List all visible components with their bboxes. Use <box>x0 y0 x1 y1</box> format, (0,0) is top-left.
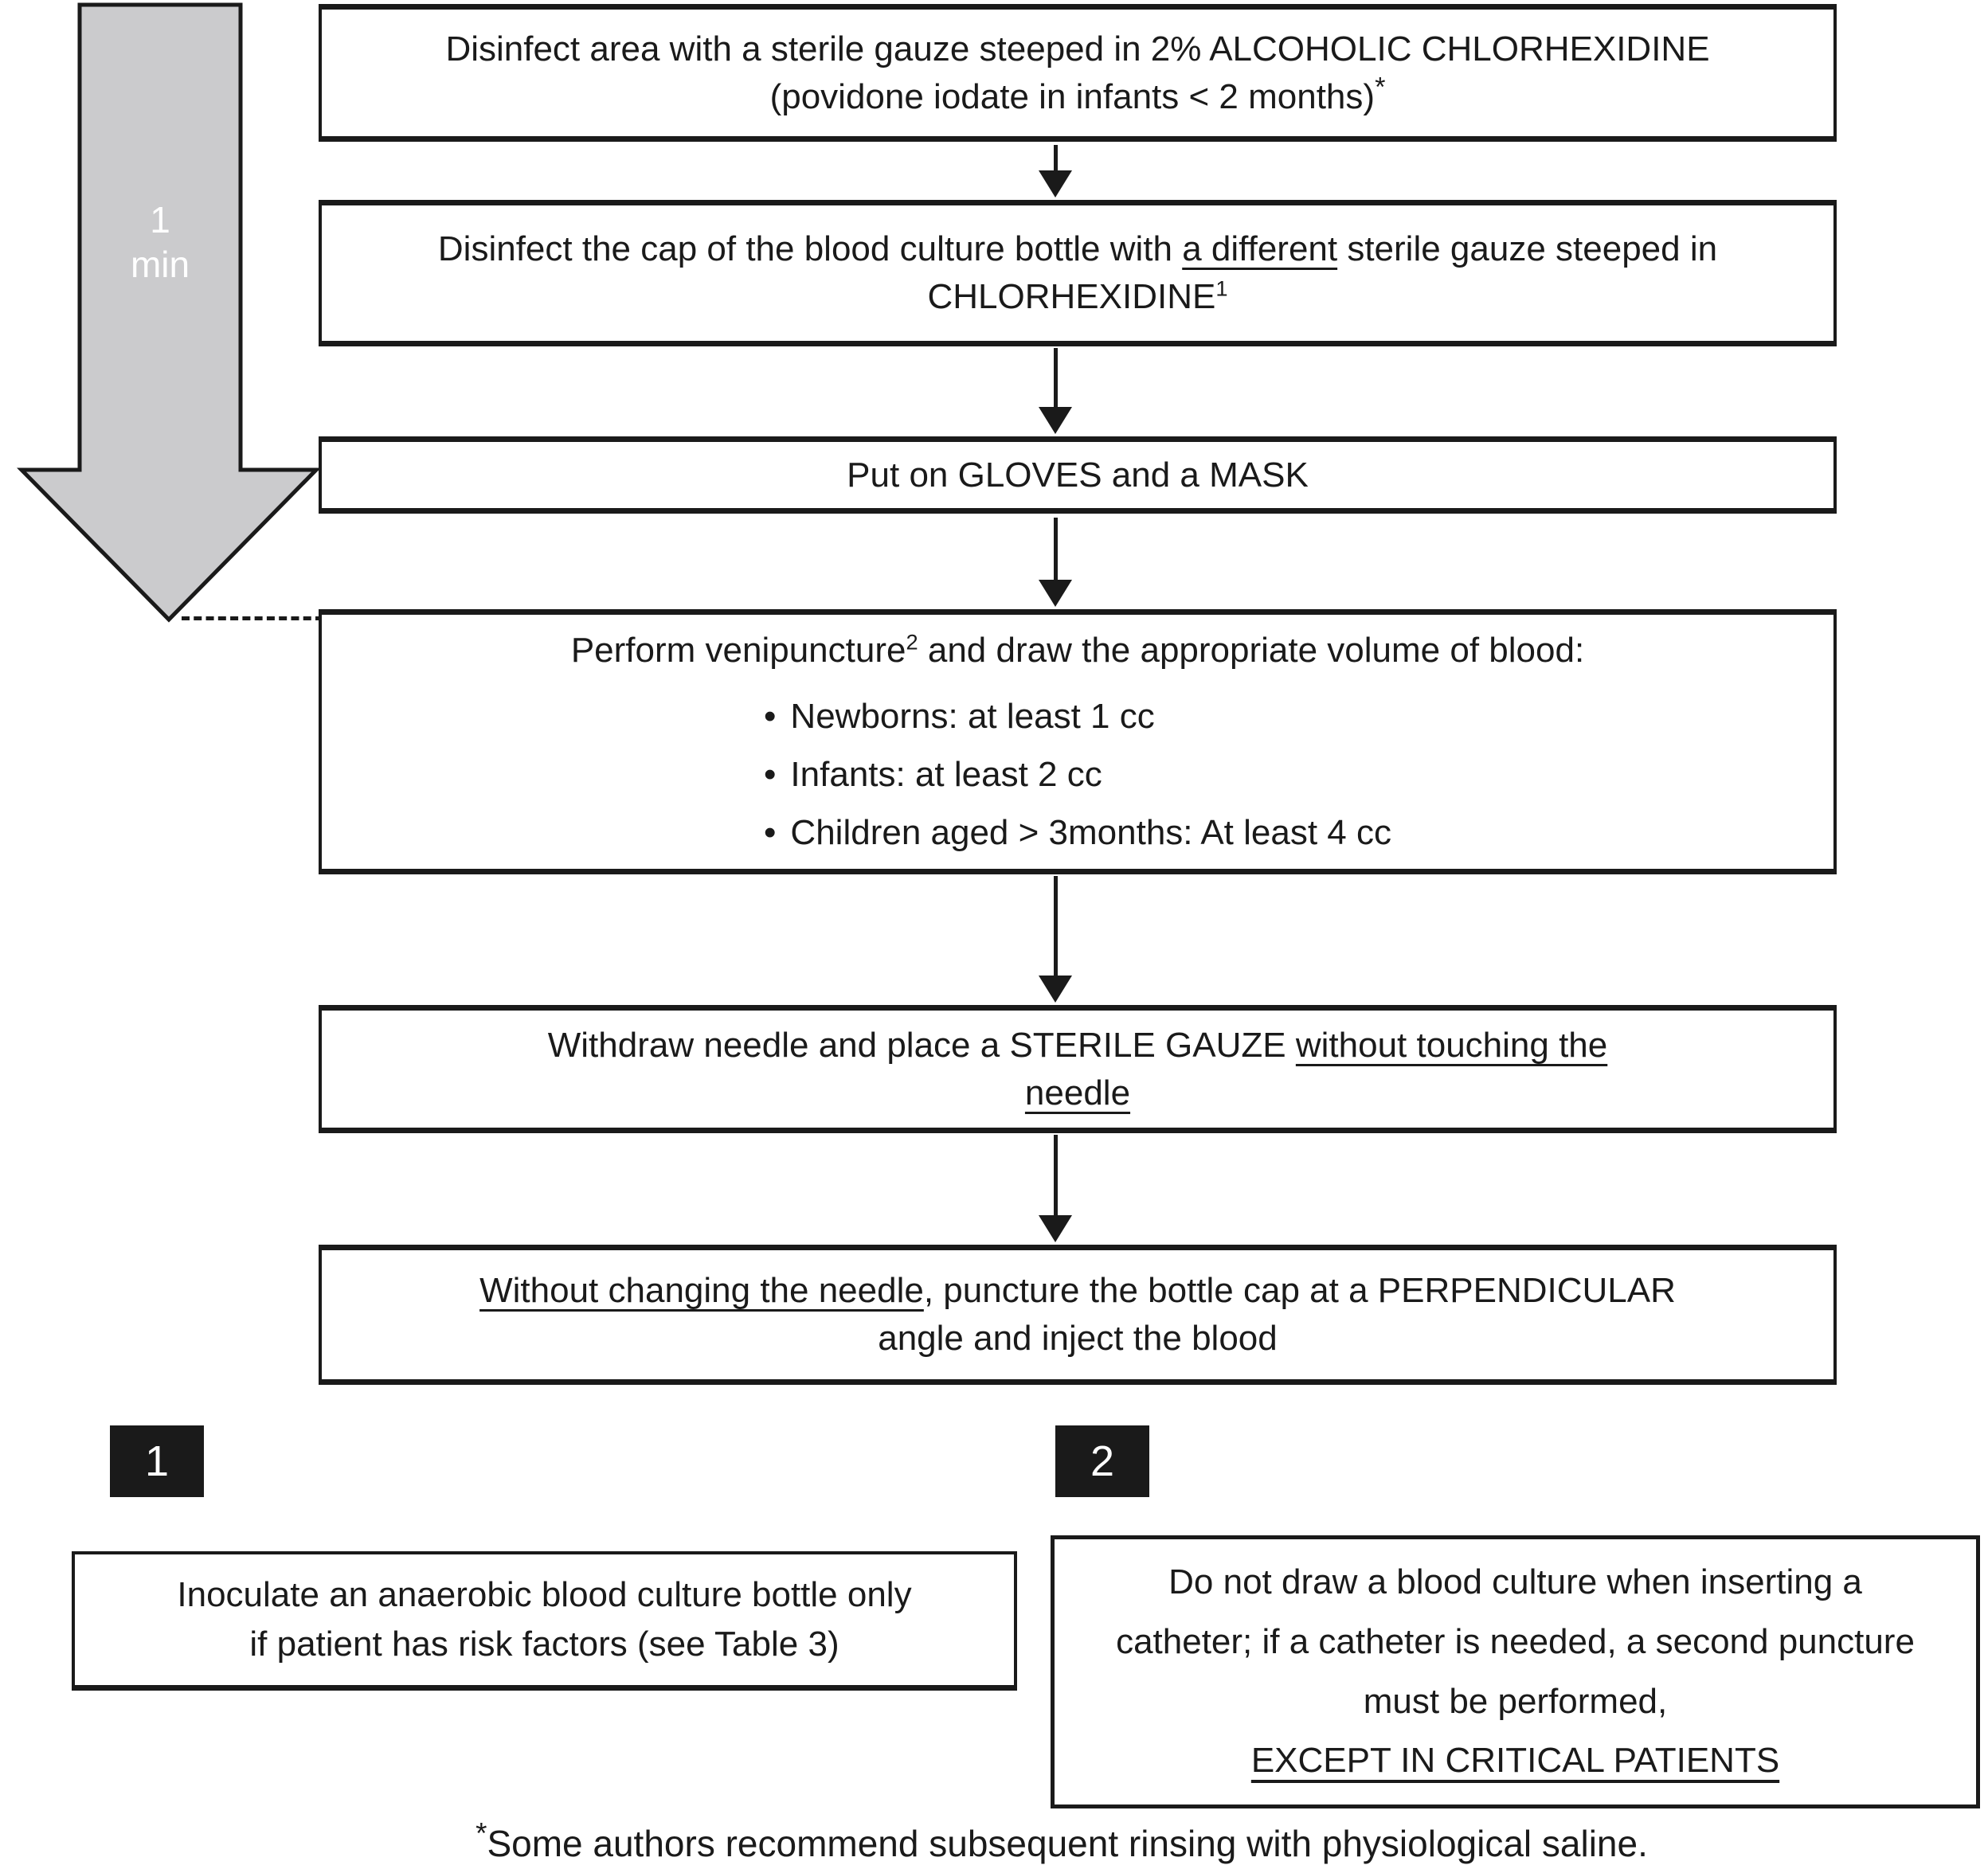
arrow-shaft <box>1053 518 1058 580</box>
note-text-line: Inoculate an anaerobic blood culture bot… <box>177 1574 912 1614</box>
flow-arrow-2 <box>1038 348 1073 434</box>
note-text-line: must be performed, <box>1363 1681 1668 1721</box>
footnote-box-anaerobic-bottle: Inoculate an anaerobic blood culture bot… <box>72 1551 1017 1691</box>
step-venipuncture: Perform venipuncture2 and draw the appro… <box>319 609 1837 874</box>
arrowhead-icon <box>1039 1215 1072 1242</box>
list-item: Newborns: at least 1 cc <box>764 693 1391 741</box>
timer-label: 1 min <box>80 197 241 287</box>
footnote-1-marker: 1 <box>1215 276 1228 301</box>
flow-arrow-5 <box>1038 1135 1073 1242</box>
timer-value: 1 <box>150 199 170 240</box>
blood-volume-list: Newborns: at least 1 cc Infants: at leas… <box>764 682 1391 856</box>
flow-arrow-3 <box>1038 518 1073 607</box>
note-text-line: EXCEPT IN CRITICAL PATIENTS <box>1055 1731 1976 1791</box>
footnote-box-catheter-warning: Do not draw a blood culture when inserti… <box>1051 1535 1980 1808</box>
timer-unit: min <box>130 244 190 286</box>
step-text-line: (povidone iodate in infants < 2 months)* <box>769 71 1386 116</box>
arrow-shaft <box>1053 348 1058 407</box>
timer-arrow <box>17 2 321 623</box>
footnote-badge-1: 1 <box>110 1425 204 1497</box>
arrow-shaft <box>1053 145 1058 170</box>
underlined-text: a different <box>1182 229 1338 269</box>
arrow-shaft <box>1053 876 1058 976</box>
asterisk-footnote: *Some authors recommend subsequent rinsi… <box>475 1816 1648 1864</box>
bullet-list-wrapper: Newborns: at least 1 cc Infants: at leas… <box>344 674 1811 856</box>
note-text-line: catheter; if a catheter is needed, a sec… <box>1116 1621 1915 1661</box>
asterisk-marker: * <box>475 1816 487 1850</box>
step-text-line: Withdraw needle and place a STERILE GAUZ… <box>547 1025 1608 1065</box>
list-item: Children aged > 3months: At least 4 cc <box>764 809 1391 857</box>
underlined-text: EXCEPT IN CRITICAL PATIENTS <box>1250 1741 1780 1781</box>
step-withdraw-needle: Withdraw needle and place a STERILE GAUZ… <box>319 1005 1837 1133</box>
arrowhead-icon <box>1039 580 1072 607</box>
step-text-line: angle and inject the blood <box>878 1319 1278 1358</box>
arrowhead-icon <box>1039 976 1072 1003</box>
step-text-line: Without changing the needle, puncture th… <box>479 1271 1676 1311</box>
note-text-line: if patient has risk factors (see Table 3… <box>249 1625 839 1664</box>
footnote-2-marker: 2 <box>906 629 918 655</box>
underlined-text: Without changing the needle <box>479 1271 924 1311</box>
step-text-line: Disinfect area with a sterile gauze stee… <box>445 29 1710 68</box>
step-text-line: Put on GLOVES and a MASK <box>847 455 1309 495</box>
step-text-line: CHLORHEXIDINE1 <box>927 276 1228 316</box>
underlined-text: needle <box>1024 1073 1131 1112</box>
arrowhead-icon <box>1039 407 1072 434</box>
arrow-shaft <box>1053 1135 1058 1215</box>
timer-arrow-shape <box>17 2 321 623</box>
dashed-connector-line <box>182 616 323 620</box>
step-disinfect-area: Disinfect area with a sterile gauze stee… <box>319 4 1837 142</box>
step-gloves-mask: Put on GLOVES and a MASK <box>319 436 1837 514</box>
note-text-line: Do not draw a blood culture when inserti… <box>1168 1562 1862 1601</box>
step-text-line: Disinfect the cap of the blood culture b… <box>437 229 1718 269</box>
footnote-asterisk-marker: * <box>1375 71 1386 102</box>
flow-arrow-1 <box>1038 145 1073 197</box>
step-text-line: Perform venipuncture2 and draw the appro… <box>570 629 1585 671</box>
step-text-line: needle <box>344 1069 1811 1117</box>
arrowhead-icon <box>1039 170 1072 197</box>
list-item: Infants: at least 2 cc <box>764 751 1391 799</box>
underlined-text: without touching the <box>1295 1025 1608 1065</box>
flow-arrow-4 <box>1038 876 1073 1003</box>
footnote-badge-2: 2 <box>1055 1425 1149 1497</box>
step-disinfect-cap: Disinfect the cap of the blood culture b… <box>319 200 1837 346</box>
step-inject-blood: Without changing the needle, puncture th… <box>319 1245 1837 1385</box>
